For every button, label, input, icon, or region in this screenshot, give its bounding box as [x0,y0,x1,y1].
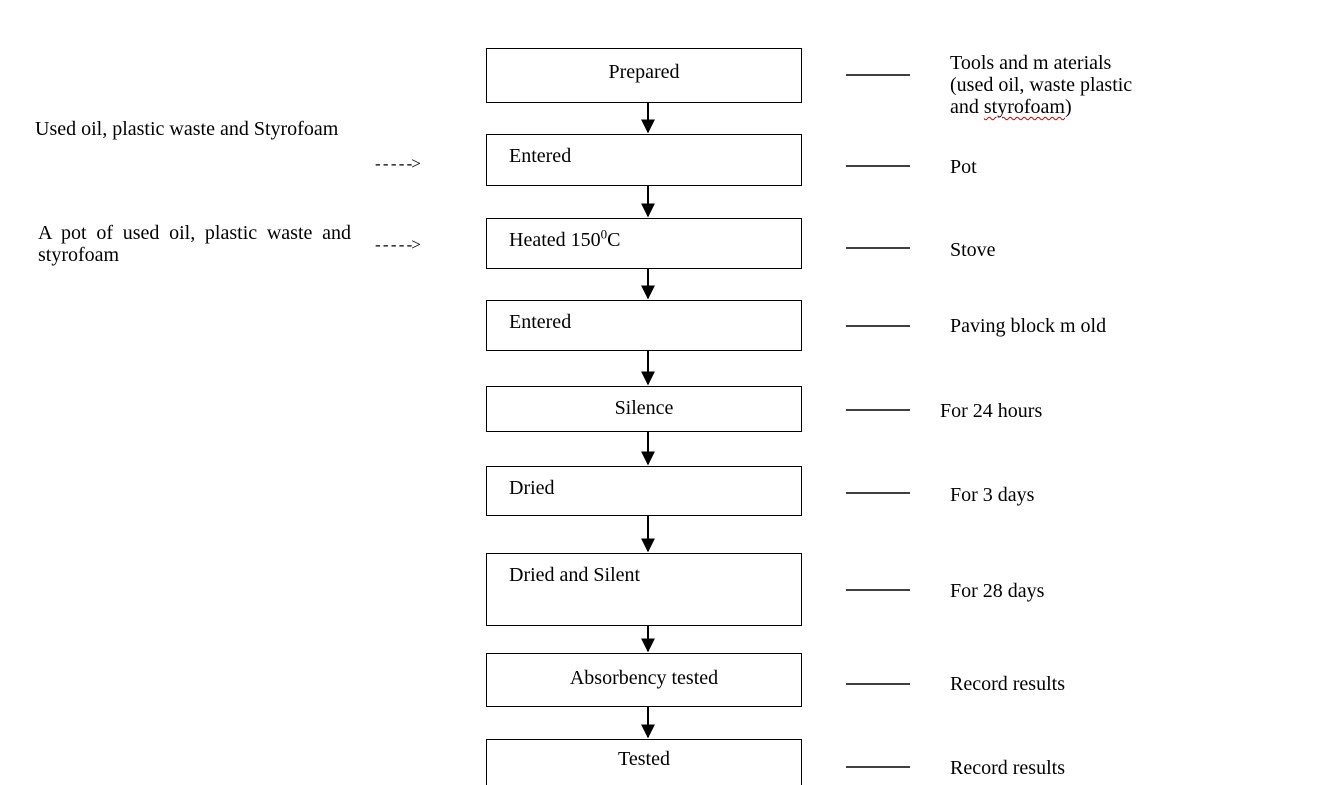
note-fragment: and [950,96,984,118]
input-text: A pot of used oil, plastic waste and sty… [38,222,351,266]
note-stove: Stove [950,239,996,261]
note-tools-and-materials: Tools and m aterials (used oil, waste pl… [950,52,1336,118]
temperature-unit: C [607,229,621,251]
step-box-heated: Heated 1500C [486,218,802,269]
step-box-dried-and-silent: Dried and Silent [486,553,802,626]
step-box-silence: Silence [486,386,802,432]
note-line: (used oil, waste plastic [950,74,1133,96]
note-paving-block-mold: Paving block m old [950,315,1107,337]
dashed-input-arrow: - - - - -> [375,154,421,173]
input-pot-of-used-oil: A pot of used oil, plastic waste and sty… [38,222,351,266]
note-fragment: ) [1064,96,1072,118]
note-3-days: For 3 days [950,484,1035,506]
note-record-results: Record results [950,673,1065,695]
step-label: Prepared [608,61,680,83]
note-pot: Pot [950,156,977,178]
step-label: Entered [509,311,572,333]
step-label: Dried and Silent [509,564,641,586]
heated-text: Heated 150 [509,229,601,251]
step-label: Entered [509,145,572,167]
step-label: Absorbency tested [569,667,719,689]
dashed-input-arrow: - - - - -> [375,235,421,254]
step-label: Silence [614,397,674,419]
degree-symbol: 0 [600,226,608,242]
step-box-tested: Tested [486,739,802,785]
misspelled-word: styrofoam [983,96,1065,118]
step-box-entered-pot: Entered [486,134,802,186]
step-box-absorbency-tested: Absorbency tested [486,653,802,707]
note-record-results: Record results [950,757,1065,779]
note-line: Tools and m aterials [950,52,1112,74]
step-box-dried: Dried [486,466,802,516]
step-label: Heated 1500C [509,226,621,251]
input-used-oil-plastic-styrofoam: Used oil, plastic waste and Styrofoam [35,118,395,140]
step-box-prepared: Prepared [486,48,802,103]
step-label: Tested [618,748,670,770]
input-text: Used oil, plastic waste and Styrofoam [35,118,339,140]
note-28-days: For 28 days [950,580,1045,602]
step-label: Dried [509,477,555,499]
note-line: and styrofoam) [950,96,1336,118]
step-box-entered-mold: Entered [486,300,802,351]
note-24-hours: For 24 hours [940,400,1043,422]
